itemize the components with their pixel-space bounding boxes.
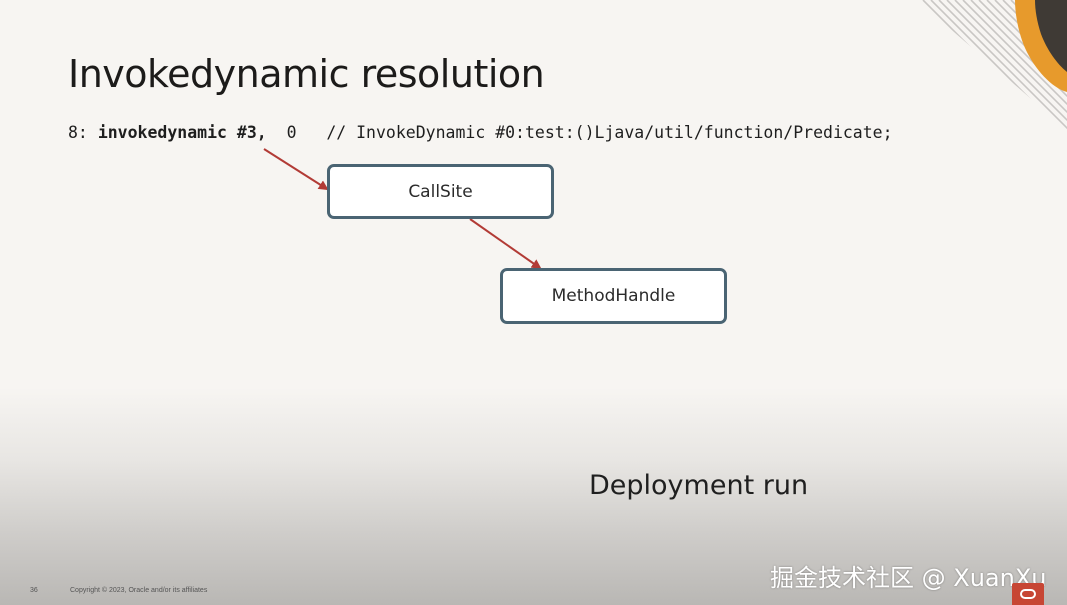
oracle-o-icon xyxy=(1020,589,1036,599)
callsite-label: CallSite xyxy=(408,181,473,202)
methodhandle-box: MethodHandle xyxy=(500,268,727,324)
bytecode-instruction: invokedynamic #3, xyxy=(97,123,267,142)
watermark-text: 掘金技术社区 @ XuanXu xyxy=(770,564,1047,592)
bytecode-comment: // InvokeDynamic #0:test:()Ljava/util/fu… xyxy=(326,123,893,142)
slide-number: 36 xyxy=(30,587,38,594)
slide-footer: 36 Copyright © 2023, Oracle and/or its a… xyxy=(0,583,700,601)
copyright-text: Copyright © 2023, Oracle and/or its affi… xyxy=(70,587,208,594)
slide-title: Invokedynamic resolution xyxy=(68,52,545,96)
bytecode-line: 8: invokedynamic #3, 0 // InvokeDynamic … xyxy=(68,123,893,142)
corner-decoration xyxy=(917,0,1067,130)
bytecode-args: 0 xyxy=(266,123,327,142)
callsite-box: CallSite xyxy=(327,164,554,219)
deployment-caption: Deployment run xyxy=(589,470,809,501)
methodhandle-label: MethodHandle xyxy=(551,286,676,306)
dark-shape xyxy=(1035,0,1067,72)
bytecode-offset: 8: xyxy=(68,123,98,142)
arrow-callsite-to-methodhandle xyxy=(469,218,542,270)
oracle-logo-icon xyxy=(1012,583,1044,605)
arrow-instruction-to-callsite xyxy=(263,148,329,191)
